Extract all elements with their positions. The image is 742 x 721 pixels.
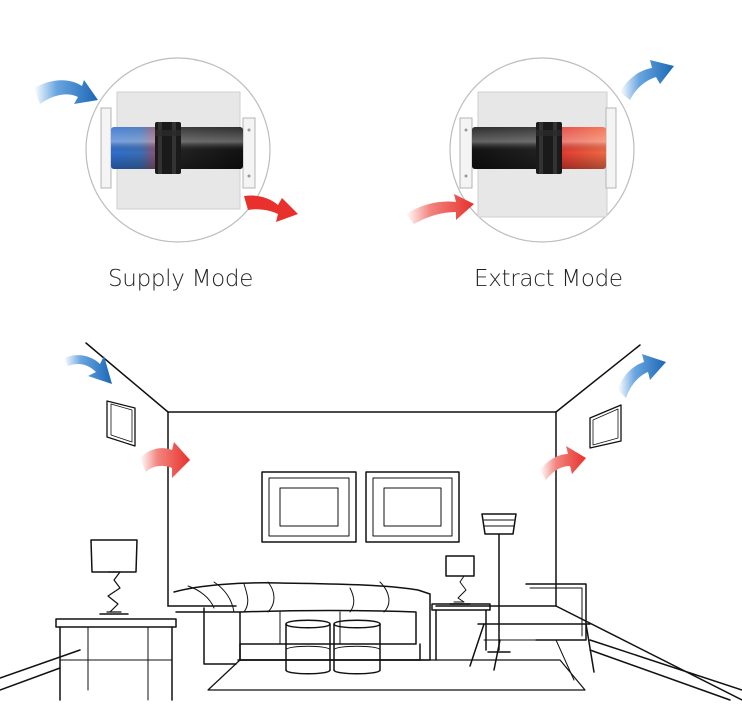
supply-mode-label: Supply Mode	[108, 266, 254, 292]
extract-inner-plate	[605, 107, 617, 189]
extract-mode-label: Extract Mode	[474, 266, 623, 292]
supply-inner-plate	[100, 107, 112, 189]
side-table-right	[431, 603, 491, 661]
extract-mode-illustration	[406, 57, 674, 243]
extract-outflow-arrow-icon	[620, 60, 674, 100]
floor-line-right	[555, 605, 742, 701]
room-supply-inflow-arrow-icon	[64, 355, 112, 384]
room-extract-inflow-arrow-icon	[540, 446, 586, 480]
supply-fan-unit	[111, 122, 243, 174]
side-table-left	[55, 618, 177, 701]
room-scene	[0, 342, 742, 701]
room-supply-outflow-arrow-icon	[140, 442, 190, 478]
ceiling-edge-left	[85, 342, 169, 413]
table-lamp-left	[90, 539, 138, 615]
supply-inflow-arrow-icon	[34, 80, 98, 104]
left-wall-vent	[106, 400, 136, 447]
picture-frame-right	[365, 471, 460, 543]
room-extract-outflow-arrow-icon	[618, 354, 666, 398]
picture-frame-left	[261, 471, 357, 543]
armchair	[469, 583, 595, 681]
extract-inflow-arrow-icon	[406, 194, 474, 224]
floor-line-left	[0, 649, 81, 679]
ceiling-edge-right	[555, 344, 641, 413]
supply-outflow-arrow-icon	[244, 195, 298, 222]
supply-mode-illustration	[34, 57, 298, 243]
rug	[207, 659, 586, 691]
coffee-tables	[285, 619, 381, 675]
right-wall-vent	[589, 404, 622, 449]
table-lamp-right	[445, 555, 475, 605]
floor-lamp	[481, 513, 517, 653]
extract-fan-unit	[472, 122, 606, 174]
sofa	[173, 581, 431, 665]
